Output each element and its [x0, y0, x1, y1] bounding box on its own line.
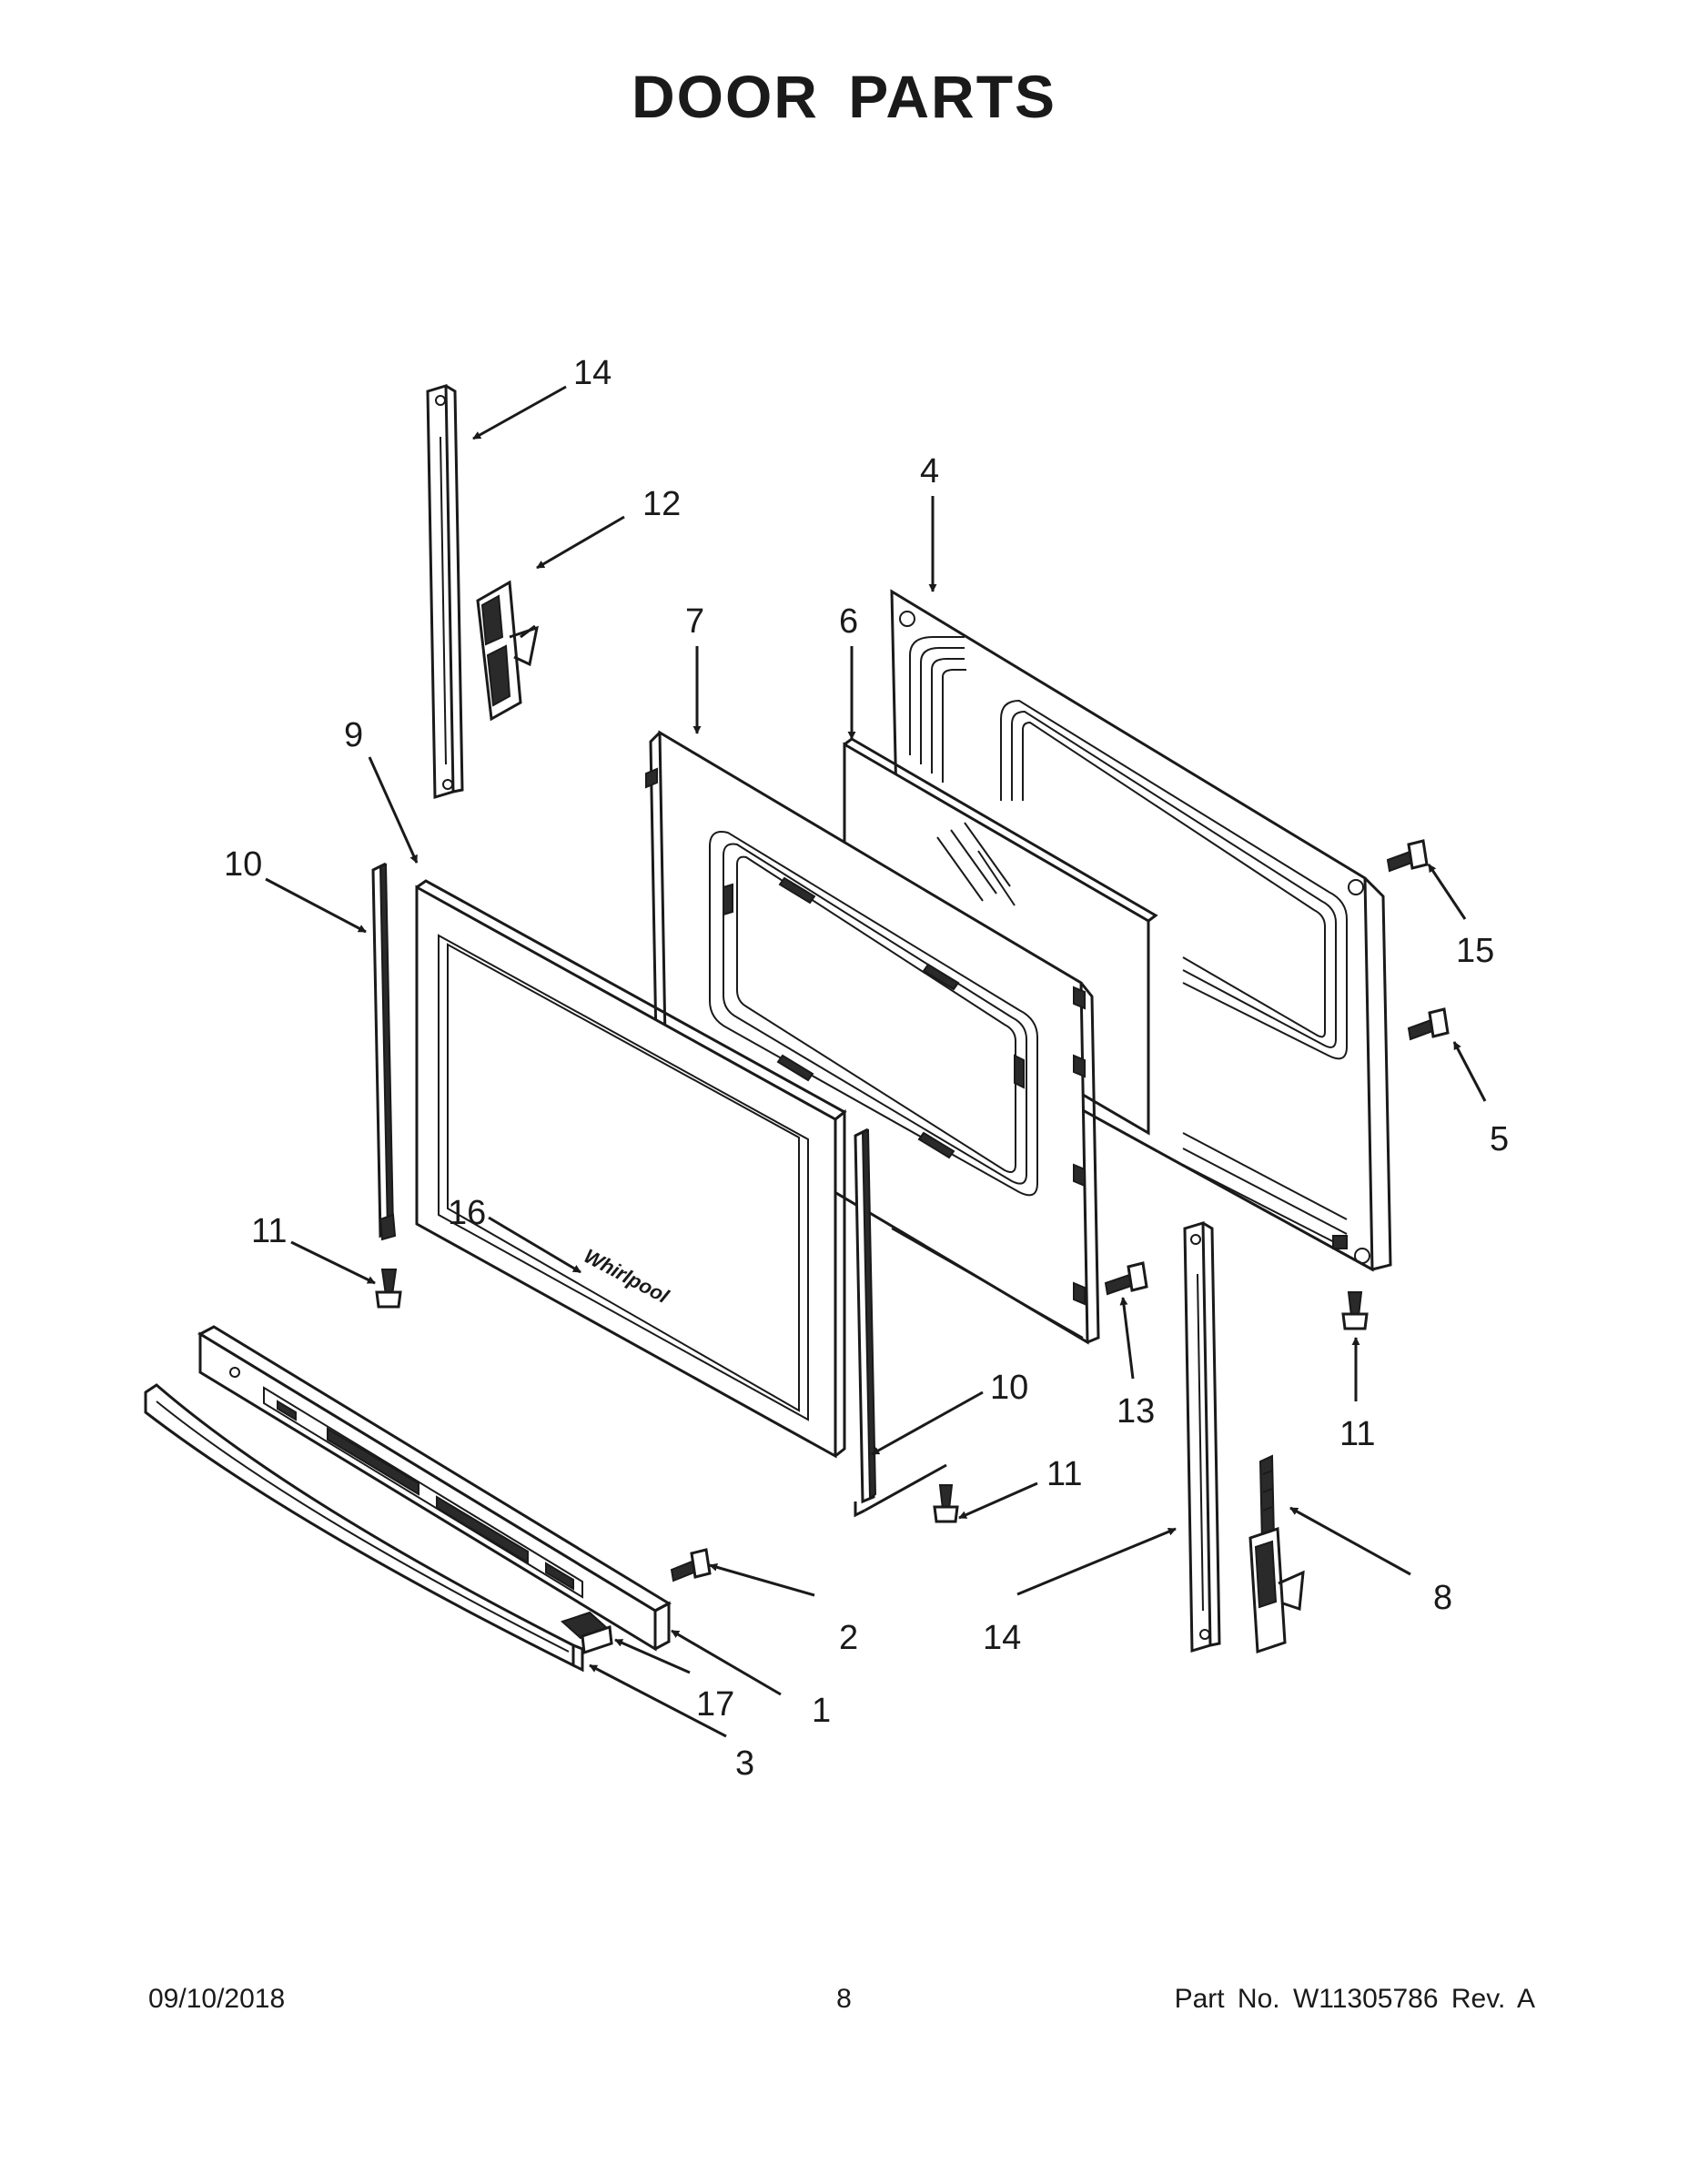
callout-11-left: 11: [251, 1212, 287, 1250]
callout-17: 17: [696, 1685, 734, 1724]
part-1-vent-panel: [197, 1325, 672, 1652]
callout-15: 15: [1456, 932, 1494, 970]
callout-16: 16: [448, 1194, 486, 1232]
leader-10-left: [265, 877, 367, 934]
callout-13: 13: [1117, 1392, 1155, 1431]
part-11-screw-bottom-right: [1341, 1291, 1369, 1330]
leader-11-left: [290, 1240, 376, 1285]
callout-5: 5: [1490, 1120, 1509, 1158]
leader-1: [671, 1629, 782, 1696]
callout-9: 9: [344, 716, 363, 754]
leader-9: [368, 756, 419, 864]
leader-lines: [265, 385, 1487, 1738]
callout-labels: 14 12 4 7 6 9 10 15 5 11 16 13 11 10 11 …: [224, 354, 1509, 1783]
footer-part-number: Part No. W11305786 Rev. A: [1174, 1984, 1535, 2014]
leader-12: [536, 515, 625, 570]
callout-11-center: 11: [1046, 1455, 1082, 1493]
part-2-screw: [670, 1548, 712, 1582]
part-7-door-frame: [645, 730, 1100, 1345]
page-title: DOOR PARTS: [631, 63, 1057, 130]
callout-6: 6: [839, 602, 858, 641]
leader-14-lower: [1016, 1527, 1177, 1596]
leader-11-center: [958, 1481, 1038, 1520]
callout-14-upper: 14: [573, 354, 612, 392]
callout-4: 4: [920, 452, 939, 490]
callout-12: 12: [642, 485, 681, 523]
footer-date: 09/10/2018: [148, 1984, 286, 2014]
leader-2: [709, 1562, 815, 1597]
callout-10-right: 10: [990, 1369, 1028, 1407]
callout-1: 1: [812, 1692, 831, 1730]
leader-14-upper: [472, 385, 567, 440]
footer-page-number: 8: [836, 1984, 852, 2014]
callout-3: 3: [735, 1744, 754, 1783]
part-14-hinge-strip-upper: [426, 383, 464, 800]
part-11-screw-center: [933, 1484, 959, 1523]
part-11-screw-left: [375, 1269, 402, 1309]
callout-11-right: 11: [1339, 1415, 1375, 1453]
part-12-upper-hinge: [476, 580, 539, 722]
callout-14-lower: 14: [983, 1619, 1021, 1657]
callout-8: 8: [1433, 1579, 1452, 1617]
part-5-screw: [1407, 1007, 1450, 1041]
part-14-hinge-strip-lower: [1183, 1220, 1221, 1653]
part-10-side-gasket-left: [371, 862, 397, 1241]
part-17-end-cap: [561, 1611, 613, 1655]
callout-2: 2: [839, 1619, 858, 1657]
leader-10-right: [871, 1390, 984, 1456]
leader-8: [1289, 1506, 1411, 1576]
part-8-lower-hinge: [1248, 1454, 1305, 1654]
leader-15: [1427, 864, 1467, 920]
part-9-outer-door-panel: [415, 879, 847, 1459]
leader-3: [589, 1663, 727, 1738]
callout-10-left: 10: [224, 845, 262, 884]
leader-5: [1452, 1041, 1487, 1102]
part-3-door-trim: [144, 1383, 584, 1673]
callout-7: 7: [685, 602, 704, 641]
leader-17: [614, 1638, 691, 1674]
leader-16: [488, 1216, 581, 1274]
part-10-side-gasket-right: [854, 1127, 1084, 1518]
leader-13: [1119, 1297, 1135, 1380]
part-15-screw: [1386, 839, 1429, 873]
part-13-screw: [1104, 1261, 1148, 1296]
